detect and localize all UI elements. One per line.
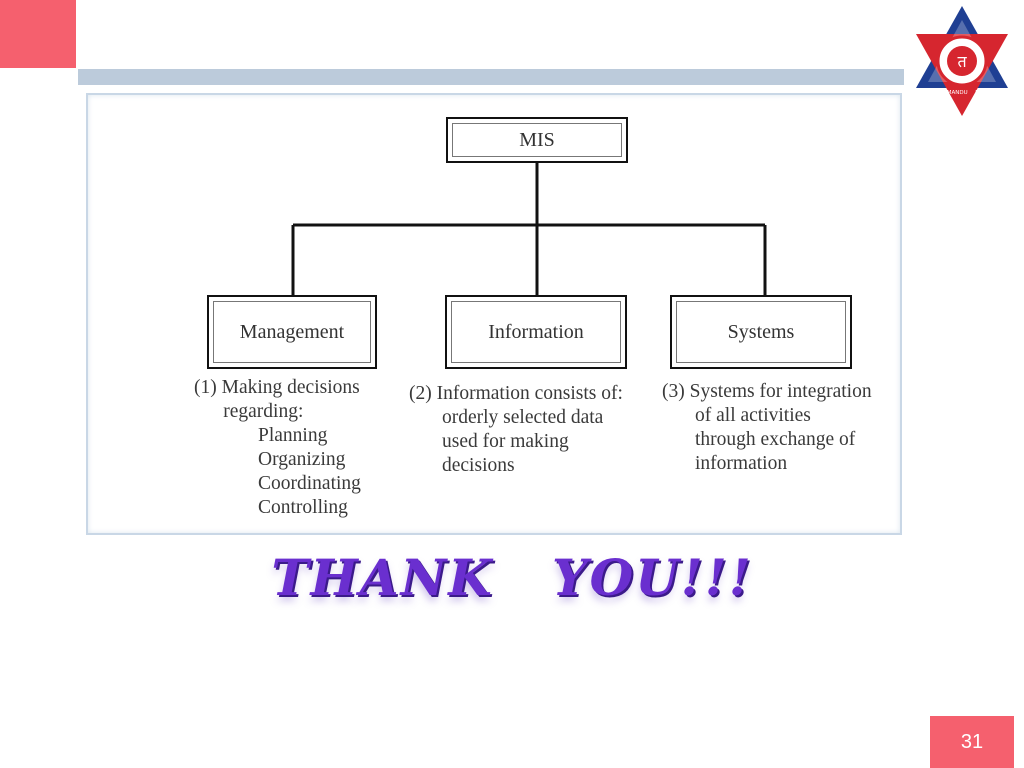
description-line: information — [695, 453, 788, 474]
description-line: orderly selected data — [442, 407, 604, 428]
node-information: Information — [445, 295, 627, 369]
diagram-connectors — [291, 162, 767, 296]
description-line: (2) Information consists of: — [409, 383, 623, 404]
university-emblem-icon: त KATHMANDU NEPAL — [910, 2, 1014, 120]
svg-text:त: त — [957, 52, 967, 71]
description-line: (3) Systems for integration — [662, 381, 872, 402]
description-line: Planning — [258, 425, 328, 446]
node-management: Management — [207, 295, 377, 369]
logo-text-left: KATHMANDU — [932, 90, 967, 96]
corner-accent-block — [0, 0, 76, 68]
systems-description: (3) Systems for integration of all activ… — [662, 380, 872, 476]
information-description: (2) Information consists of: orderly sel… — [409, 382, 623, 478]
description-line: used for making — [442, 431, 569, 452]
node-mis-label: MIS — [519, 128, 555, 151]
description-line: through exchange of — [695, 429, 856, 450]
mis-diagram: MIS Management Information Systems (1) M… — [86, 93, 902, 535]
header-bar — [78, 69, 904, 85]
logo-text-right: NEPAL — [975, 90, 993, 96]
node-systems-label: Systems — [727, 320, 795, 343]
node-systems: Systems — [670, 295, 852, 369]
node-mis: MIS — [446, 117, 628, 163]
description-line: regarding: — [194, 401, 304, 422]
management-description: (1) Making decisions regarding: Planning… — [194, 376, 361, 520]
thank-you-heading: THANK YOU!!! — [271, 548, 753, 607]
description-line: Controlling — [258, 497, 348, 518]
description-line: decisions — [442, 455, 515, 476]
description-line: Coordinating — [258, 473, 361, 494]
node-management-label: Management — [239, 320, 345, 343]
page-number: 31 — [930, 716, 1014, 768]
description-line: Organizing — [258, 449, 346, 470]
node-information-label: Information — [488, 320, 584, 343]
description-line: of all activities — [695, 405, 811, 426]
description-line: (1) Making decisions — [194, 377, 360, 398]
